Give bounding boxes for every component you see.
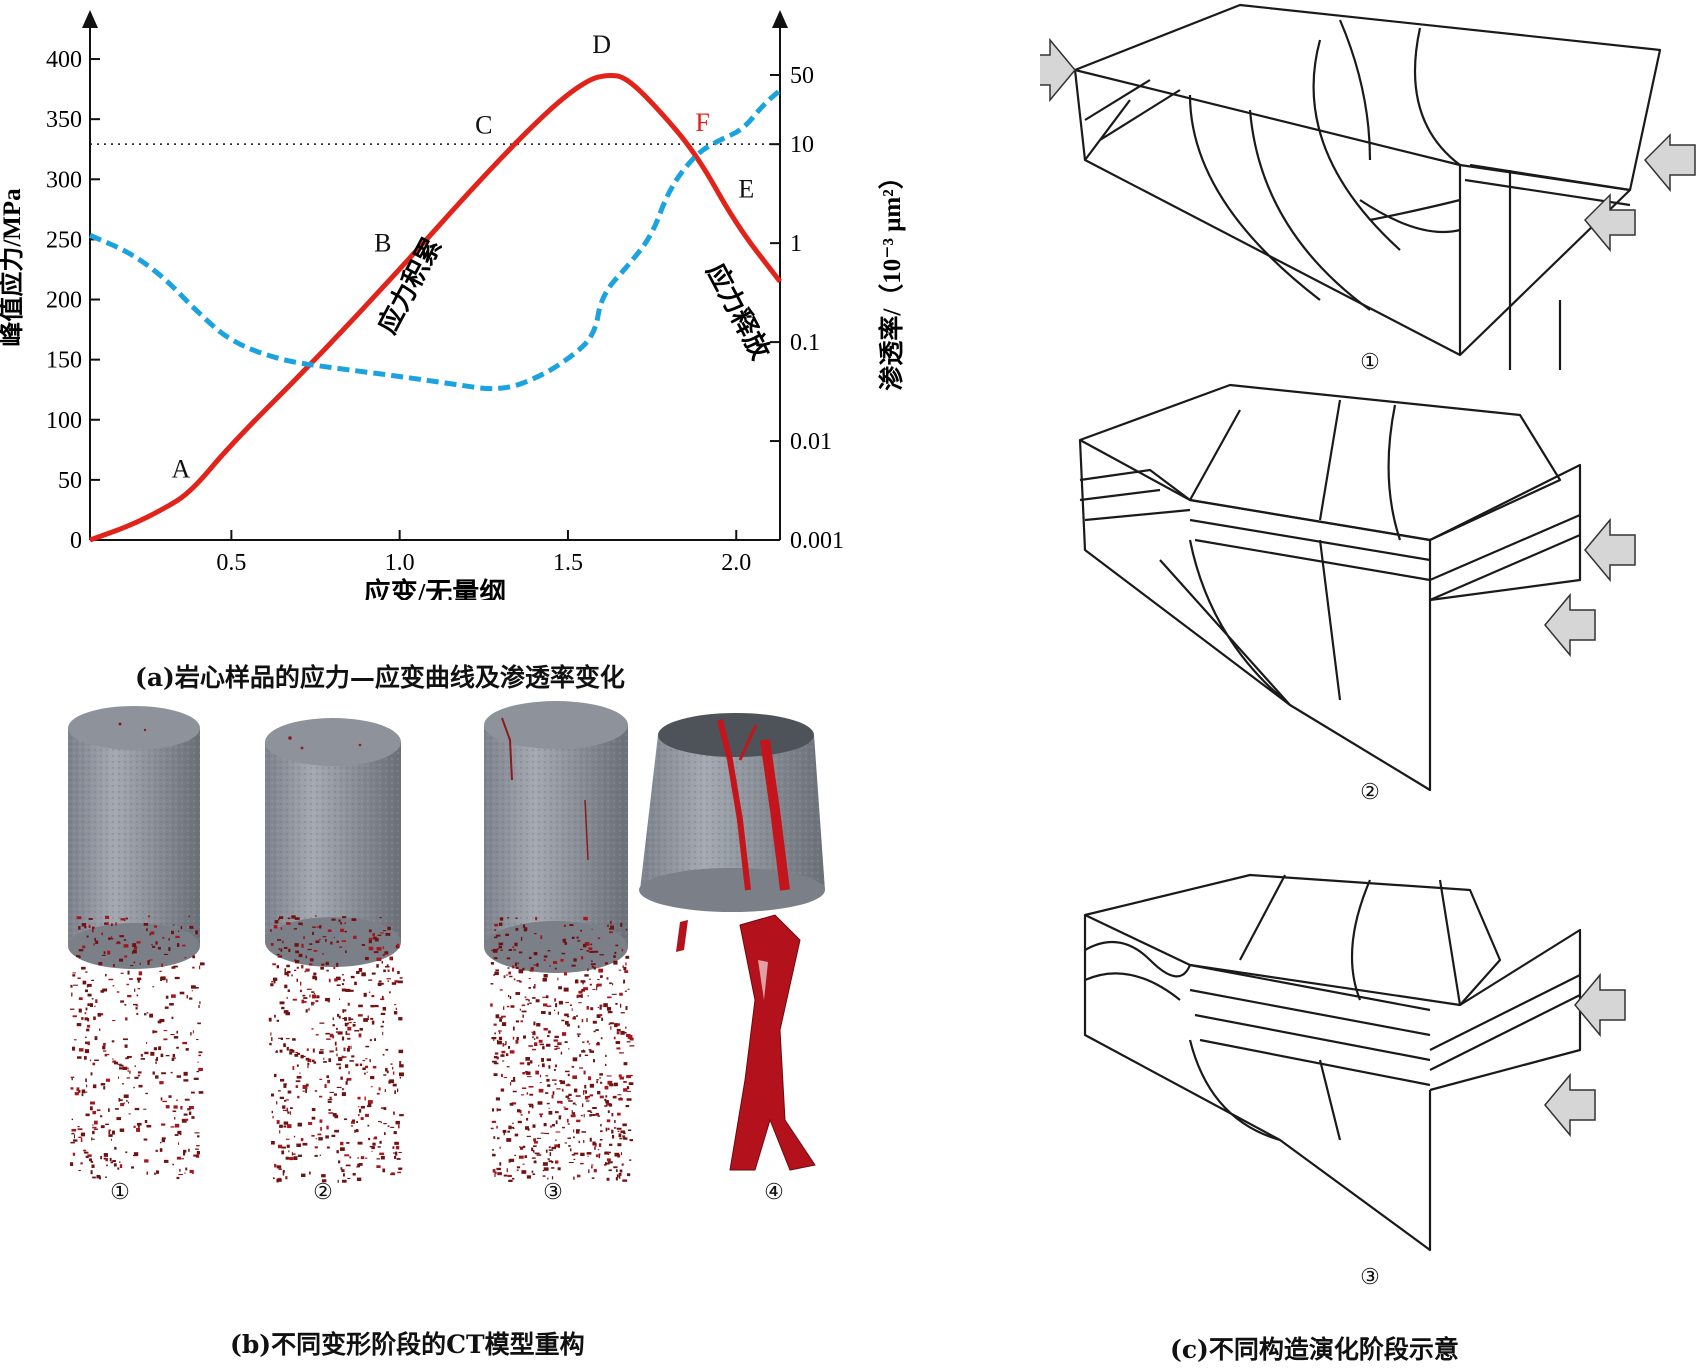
ct-stage-label-2: ② bbox=[313, 1180, 333, 1205]
block-diagram-2 bbox=[1078, 383, 1582, 792]
y2-tick-label: 0.1 bbox=[790, 330, 820, 356]
y2-tick-label: 50 bbox=[790, 63, 814, 89]
ct-pore-cloud-2 bbox=[268, 915, 404, 1183]
ct-core-cylinder-1 bbox=[68, 706, 200, 969]
ct-stage-label-3: ③ bbox=[543, 1180, 563, 1205]
x-tick-label: 2.0 bbox=[721, 550, 751, 576]
y-tick-label: 100 bbox=[46, 408, 82, 434]
panel-b-caption: (b)不同变形阶段的CT模型重构 bbox=[230, 1330, 585, 1359]
panel-a-caption: (a)岩心样品的应力—应变曲线及渗透率变化 bbox=[135, 663, 625, 692]
point-label-d: D bbox=[592, 30, 611, 59]
y2-tick-label: 0.01 bbox=[790, 429, 832, 455]
point-label-a: A bbox=[171, 454, 190, 483]
y2-tick-label: 0.001 bbox=[790, 528, 844, 554]
y2-tick-label: 10 bbox=[790, 132, 814, 158]
y-tick-label: 250 bbox=[46, 227, 82, 253]
ct-core-cylinder-4 bbox=[639, 713, 825, 912]
ct-reconstruction-panel bbox=[68, 701, 825, 1183]
structural-evolution-panel bbox=[1040, 3, 1696, 1252]
ct-pore-cloud-1 bbox=[70, 915, 205, 1180]
point-label-f: F bbox=[695, 108, 709, 137]
block-diagram-1 bbox=[1073, 3, 1662, 370]
y-tick-label: 50 bbox=[58, 468, 82, 494]
arrow-right-icon bbox=[1040, 37, 1076, 103]
compression-arrows bbox=[1040, 37, 1696, 1138]
ct-core-cylinder-3 bbox=[484, 701, 628, 973]
stress-curve bbox=[89, 72, 782, 543]
block-stage-label-2: ② bbox=[1360, 780, 1380, 805]
block-diagram-3 bbox=[1083, 873, 1582, 1252]
y2-tick-label: 1 bbox=[790, 231, 802, 257]
point-label-e: E bbox=[738, 174, 754, 203]
region-label-release: 应力释放 bbox=[701, 258, 777, 365]
ct-stage-label-1: ① bbox=[110, 1180, 130, 1205]
ct-stage-label-4: ④ bbox=[764, 1180, 784, 1205]
x-tick-label: 1.0 bbox=[385, 550, 415, 576]
arrow-left-icon bbox=[1583, 193, 1636, 253]
y2-axis-arrow-icon bbox=[772, 10, 788, 28]
arrow-left-icon bbox=[1544, 592, 1596, 658]
arrow-left-icon bbox=[1584, 517, 1636, 583]
y-tick-label: 400 bbox=[46, 47, 82, 73]
point-label-b: B bbox=[374, 228, 391, 257]
y-tick-label: 350 bbox=[46, 107, 82, 133]
panel-c-caption: (c)不同构造演化阶段示意 bbox=[1170, 1335, 1459, 1364]
arrow-left-icon bbox=[1574, 972, 1626, 1038]
block-stage-label-1: ① bbox=[1360, 350, 1380, 375]
permeability-curve bbox=[89, 88, 782, 392]
ct-core-cylinder-2 bbox=[265, 718, 401, 967]
point-label-c: C bbox=[475, 111, 492, 140]
y-tick-label: 200 bbox=[46, 288, 82, 314]
ct-fracture-network-4 bbox=[676, 914, 816, 1171]
y2-axis-title: 渗透率/（10⁻³ μm²） bbox=[877, 164, 906, 390]
y-tick-label: 150 bbox=[46, 348, 82, 374]
y-tick-label: 300 bbox=[46, 167, 82, 193]
arrow-left-icon bbox=[1544, 1072, 1596, 1138]
arrow-left-icon bbox=[1643, 133, 1696, 193]
y-axis-arrow-icon bbox=[82, 10, 98, 28]
block-stage-label-3: ③ bbox=[1360, 1265, 1380, 1290]
x-tick-label: 0.5 bbox=[216, 550, 246, 576]
ct-pore-cloud-3 bbox=[490, 916, 635, 1182]
y-axis-title: 峰值应力/MPa bbox=[0, 188, 26, 347]
x-tick-label: 1.5 bbox=[553, 550, 583, 576]
y-tick-label: 0 bbox=[70, 528, 82, 554]
x-axis-title: 应变/无量纲 bbox=[364, 577, 507, 600]
